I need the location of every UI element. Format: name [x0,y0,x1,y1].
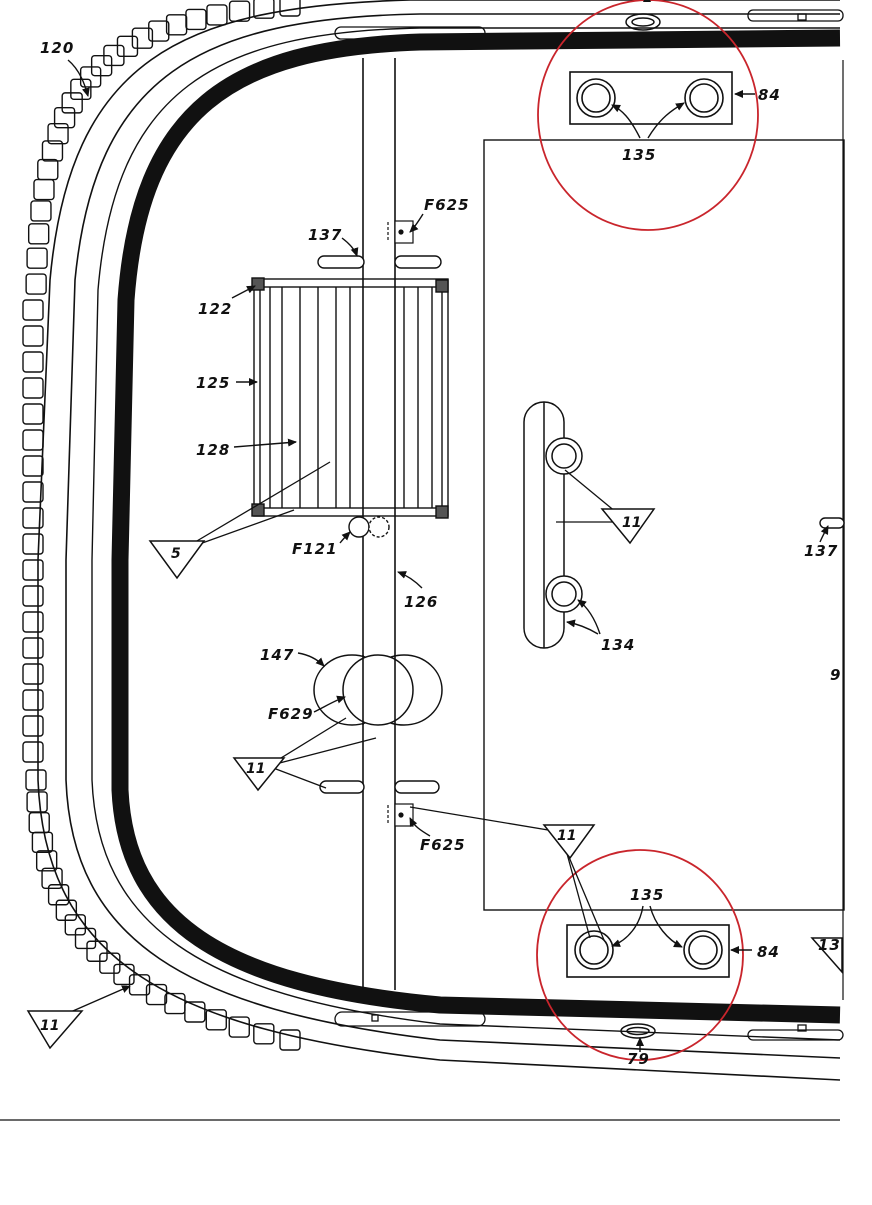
fender-bump [253,0,275,19]
fender-bump [253,1023,275,1045]
rub-rail-fenders [22,0,301,1051]
fender-bump [35,850,58,872]
fender-bump [131,27,154,49]
fender-bump [31,831,54,853]
label-F625-bottom: F625 [420,836,466,854]
highlight-circles [536,0,759,1061]
label-134: 134 [601,636,635,654]
triangle-label-11-bottom: 11 [557,828,576,844]
fender-bump [86,940,108,962]
leader-lines [65,0,829,1052]
triangle-callouts [26,508,843,1050]
fender-bump [41,867,63,889]
fender-bump [22,455,44,477]
fender-bump [185,8,207,31]
plates-84 [566,71,733,978]
hull-outline [37,0,841,1081]
fender-bump [22,559,44,581]
fender-bump [184,1001,206,1023]
deck-cleats [334,9,844,1041]
handle-bars-137 [317,255,845,794]
label-84-bottom: 84 [757,943,780,961]
fender-bump [22,533,44,555]
label-125: 125 [196,374,230,392]
fender-bump [47,884,70,906]
grate-assembly-125 [251,277,449,519]
triangle-label-11-right: 11 [622,515,641,531]
fender-bump [22,325,44,347]
label-9: 9 [830,666,841,684]
fender-bump [206,4,228,26]
fender-bump [22,377,44,399]
fender-bump [22,585,44,607]
fender-bump [22,299,44,321]
fender-bump [279,0,301,17]
fender-bump [53,106,76,129]
fender-bump [37,158,59,181]
label-126: 126 [404,593,438,611]
fender-bump [25,769,47,791]
tube-134 [523,401,583,649]
fender-bump [148,20,170,42]
fender-bump [165,14,188,36]
label-13: 13 [818,936,841,954]
fender-bump [22,689,44,711]
fender-bump [22,715,44,737]
fender-bump [26,247,48,269]
fender-bump [33,178,55,201]
fender-bump [22,481,44,503]
label-F121: F121 [292,540,338,558]
label-F629: F629 [268,705,314,723]
fender-bump [28,811,50,834]
fender-bump [27,223,50,245]
label-147: 147 [260,646,294,664]
fender-bump [74,927,97,950]
fender-bump [99,952,121,974]
fender-bump [30,200,52,222]
label-F625-top: F625 [424,196,470,214]
label-79: 79 [627,1050,650,1068]
fender-bump [70,78,92,101]
label-135-bottom: 135 [630,886,664,904]
fender-bump [26,791,48,813]
fender-bump [61,92,83,114]
fender-bump [55,899,78,921]
fender-bump [228,1016,250,1038]
fender-bump [22,429,44,451]
fender-bump [22,663,44,685]
label-128: 128 [196,441,230,459]
fender-bump [22,637,44,659]
label-137-right: 137 [804,542,838,560]
triangle-label-11-corner: 11 [40,1018,59,1034]
fender-bump [22,351,44,373]
fender-bump [22,741,44,763]
fender-bump [25,273,47,295]
label-137-top: 137 [308,226,342,244]
fender-bump [22,611,44,633]
fender-bump [279,1029,301,1051]
fitting-F121 [348,516,390,538]
fender-bump [228,0,251,22]
label-122: 122 [198,300,232,318]
triangle-label-5: 5 [171,546,181,562]
triangle-label-11-mid: 11 [246,761,265,777]
hatch-147 [313,654,443,726]
fender-bump [41,140,64,162]
clips-F625 [387,220,414,827]
fender-bump [22,507,44,529]
fender-bump [90,54,113,77]
fender-bump [22,403,44,425]
fender-bump [116,35,139,58]
label-120: 120 [40,39,74,57]
label-135-top: 135 [622,146,656,164]
fender-bump [205,1009,227,1031]
fender-bump [47,122,69,145]
label-84-top: 84 [758,86,781,104]
